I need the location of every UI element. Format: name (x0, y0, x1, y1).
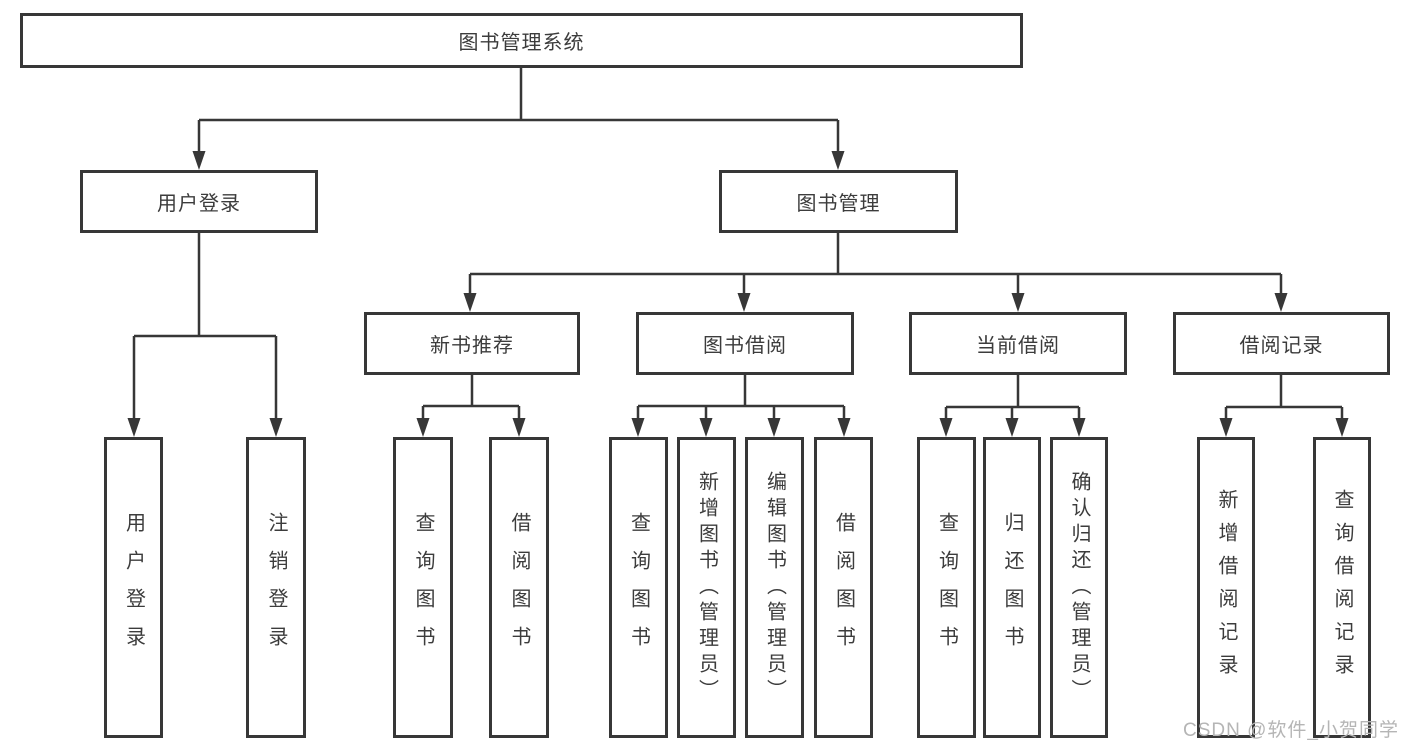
leaf-add-book-admin: 新增图书（管理员） (677, 437, 736, 738)
leaf-query-books-borrow-label: 查询图书 (627, 511, 650, 664)
leaf-borrow-books-borrow: 借阅图书 (814, 437, 873, 738)
leaf-borrow-books-borrow-label: 借阅图书 (832, 511, 855, 664)
leaf-edit-book-admin: 编辑图书（管理员） (745, 437, 804, 738)
leaf-edit-book-admin-label: 编辑图书（管理员） (763, 470, 786, 705)
leaf-user-login: 用户登录 (104, 437, 163, 738)
leaf-query-books-newbook: 查询图书 (393, 437, 453, 738)
leaf-add-borrow-record: 新增借阅记录 (1197, 437, 1255, 738)
node-new-book-recommend: 新书推荐 (364, 312, 580, 375)
leaf-borrow-books-newbook-label: 借阅图书 (508, 511, 530, 664)
leaf-add-book-admin-label: 新增图书（管理员） (695, 470, 718, 705)
node-borrow-records-label: 借阅记录 (1239, 335, 1324, 357)
node-user-login-label: 用户登录 (157, 193, 241, 215)
node-root: 图书管理系统 (20, 13, 1023, 68)
leaf-query-borrow-record: 查询借阅记录 (1313, 437, 1371, 738)
node-new-book-recommend-label: 新书推荐 (430, 335, 514, 357)
leaf-borrow-books-newbook: 借阅图书 (489, 437, 549, 738)
node-borrow-records: 借阅记录 (1173, 312, 1390, 375)
leaf-query-books-current-label: 查询图书 (935, 511, 958, 664)
leaf-query-books-borrow: 查询图书 (609, 437, 668, 738)
leaf-query-borrow-record-label: 查询借阅记录 (1331, 488, 1353, 687)
leaf-return-books: 归还图书 (983, 437, 1041, 738)
leaf-user-login-label: 用户登录 (122, 511, 145, 664)
node-book-borrow-label: 图书借阅 (703, 335, 787, 357)
leaf-query-books-current: 查询图书 (917, 437, 976, 738)
node-user-login: 用户登录 (80, 170, 318, 233)
node-book-borrow: 图书借阅 (636, 312, 854, 375)
leaf-return-books-label: 归还图书 (1001, 511, 1023, 664)
node-root-label: 图书管理系统 (458, 32, 585, 54)
leaf-query-books-newbook-label: 查询图书 (412, 511, 434, 664)
leaf-add-borrow-record-label: 新增借阅记录 (1215, 488, 1237, 687)
csdn-watermark: CSDN @软件_小贺同学 (1183, 720, 1399, 741)
node-book-management: 图书管理 (719, 170, 958, 233)
node-current-borrow: 当前借阅 (909, 312, 1127, 375)
node-current-borrow-label: 当前借阅 (976, 335, 1060, 357)
leaf-logout: 注销登录 (246, 437, 306, 738)
node-book-management-label: 图书管理 (796, 193, 881, 215)
leaf-confirm-return-admin: 确认归还（管理员） (1050, 437, 1108, 738)
leaf-confirm-return-admin-label: 确认归还（管理员） (1068, 470, 1090, 705)
leaf-logout-label: 注销登录 (265, 511, 287, 664)
